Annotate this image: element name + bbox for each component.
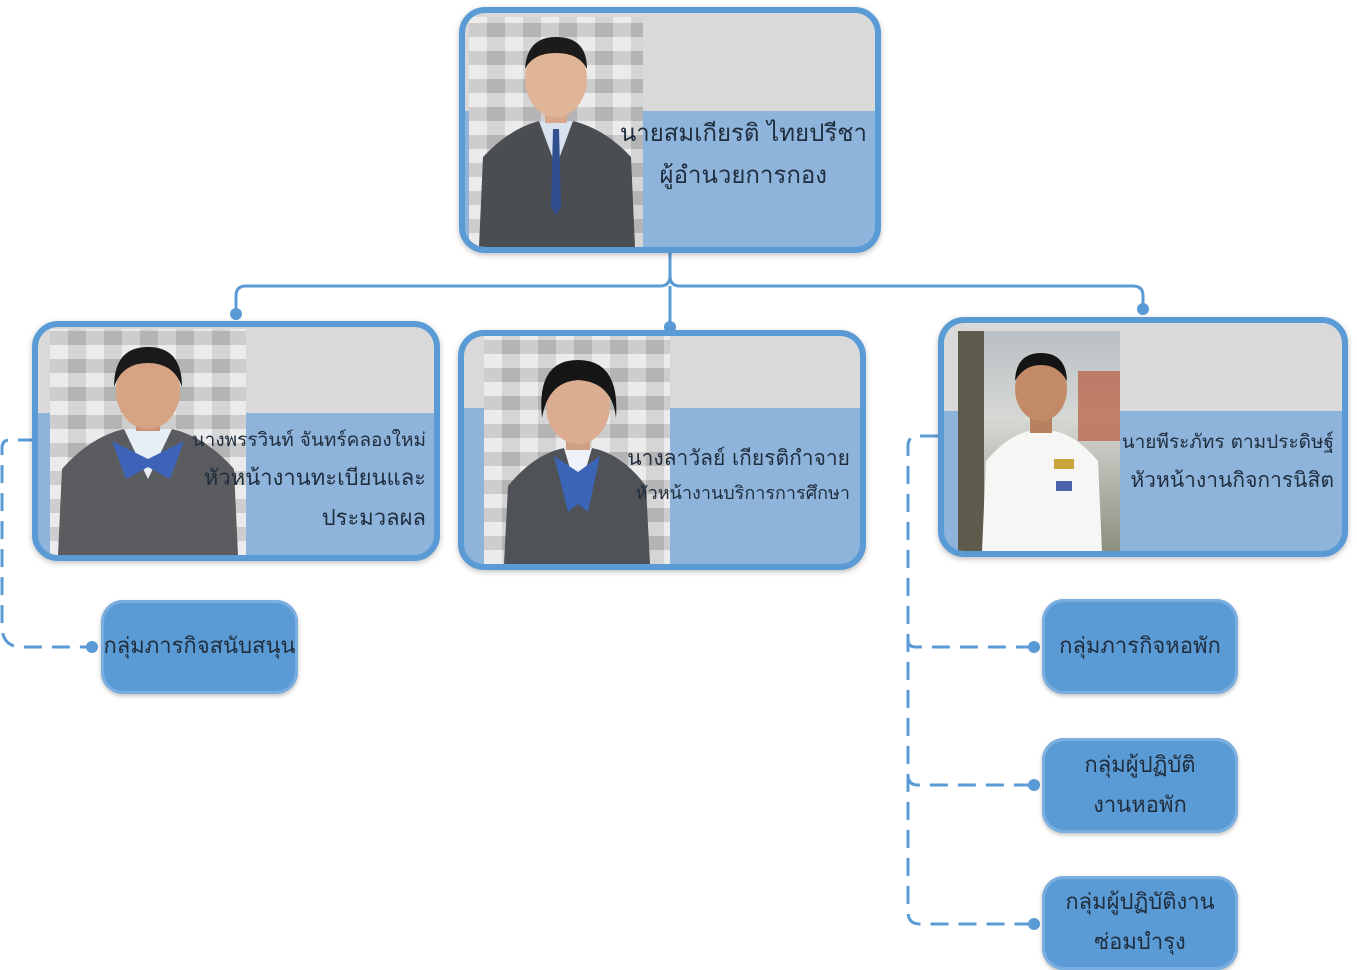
dashed-right-trunk bbox=[906, 434, 1034, 926]
head-photo-registration bbox=[50, 329, 246, 555]
director-name: นายสมเกียรติ ไทยปรีชา bbox=[619, 119, 867, 147]
group-support-label: กลุ่มภารกิจสนับสนุน bbox=[103, 634, 296, 659]
group-dorm-staff: กลุ่มผู้ปฏิบัติ งานหอพัก bbox=[1042, 738, 1238, 833]
group-support: กลุ่มภารกิจสนับสนุน bbox=[101, 600, 298, 694]
head-name-education-service: นางลาวัลย์ เกียรติกำจาย bbox=[627, 446, 850, 470]
director-text: นายสมเกียรติ ไทยปรีชา ผู้อำนวยการกอง bbox=[620, 121, 867, 187]
director-title: ผู้อำนวยการกอง bbox=[659, 161, 827, 189]
group-maintenance: กลุ่มผู้ปฏิบัติงาน ซ่อมบำรุง bbox=[1042, 876, 1238, 970]
head-card-student-affairs: นายพีระภัทร ตามประดิษฐ์ หัวหน้างานกิจการ… bbox=[938, 317, 1348, 557]
trunk-line bbox=[659, 252, 672, 288]
head-title-education-service: หัวหน้างานบริการการศึกษา bbox=[635, 483, 850, 504]
head-title-student-affairs: หัวหน้างานกิจการนิสิต bbox=[1130, 468, 1334, 492]
head-card-education-service: นางลาวัลย์ เกียรติกำจาย หัวหน้างานบริการ… bbox=[458, 330, 866, 570]
group-maintenance-label-2: ซ่อมบำรุง bbox=[1094, 930, 1186, 955]
head-card-registration: นางพรรวินท์ จันทร์คลองใหม่ หัวหน้างานทะเ… bbox=[32, 321, 440, 561]
director-card: นายสมเกียรติ ไทยปรีชา ผู้อำนวยการกอง bbox=[459, 7, 881, 253]
head-name-registration: นางพรรวินท์ จันทร์คลองใหม่ bbox=[191, 429, 426, 451]
group-dorm-staff-label-2: งานหอพัก bbox=[1093, 792, 1187, 818]
group-dorm-staff-label-1: กลุ่มผู้ปฏิบัติ bbox=[1084, 752, 1196, 778]
head-text-education-service: นางลาวัลย์ เกียรติกำจาย หัวหน้างานบริการ… bbox=[627, 448, 850, 503]
director-photo bbox=[469, 17, 643, 247]
connector-dot bbox=[230, 308, 242, 320]
connector-dot bbox=[1028, 918, 1040, 930]
branch-right bbox=[668, 275, 1145, 309]
head-photo-student-affairs bbox=[958, 331, 1120, 551]
head-title-registration-1: หัวหน้างานทะเบียนและ bbox=[203, 466, 426, 491]
group-dorm-mission: กลุ่มภารกิจหอพัก bbox=[1042, 599, 1238, 694]
dashed-left bbox=[0, 438, 92, 649]
dashed-right-1 bbox=[906, 639, 1034, 649]
head-text-registration: นางพรรวินท์ จันทร์คลองใหม่ หัวหน้างานทะเ… bbox=[192, 431, 426, 530]
dashed-right-2 bbox=[906, 774, 1034, 787]
group-dorm-mission-label: กลุ่มภารกิจหอพัก bbox=[1059, 633, 1221, 659]
group-maintenance-label-1: กลุ่มผู้ปฏิบัติงาน bbox=[1065, 890, 1215, 915]
head-photo-education-service bbox=[484, 336, 670, 564]
branch-left bbox=[234, 284, 660, 314]
head-title-registration-2: ประมวลผล bbox=[321, 506, 426, 531]
connector-dot bbox=[1028, 779, 1040, 791]
head-name-student-affairs: นายพีระภัทร ตามประดิษฐ์ bbox=[1121, 431, 1334, 453]
connector-dot bbox=[1137, 303, 1149, 315]
head-text-student-affairs: นายพีระภัทร ตามประดิษฐ์ หัวหน้างานกิจการ… bbox=[1122, 433, 1334, 491]
